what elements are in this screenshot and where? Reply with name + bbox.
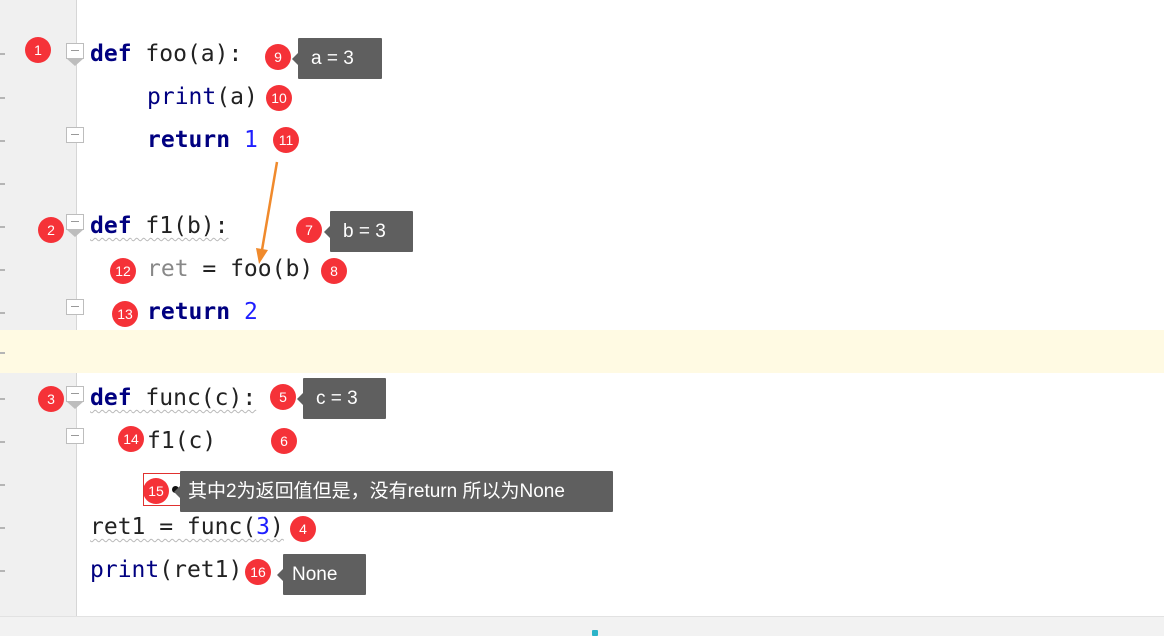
- code-line-def-f1[interactable]: def f1(b):: [90, 211, 229, 241]
- line-marker: [0, 53, 5, 55]
- fold-close-icon[interactable]: [66, 127, 84, 143]
- code-line-return-1[interactable]: return 1: [147, 125, 258, 155]
- step-badge: 11: [273, 127, 299, 153]
- value-tooltip-c: c = 3: [297, 378, 386, 419]
- step-badge: 12: [110, 258, 136, 284]
- keyword-return: return: [147, 299, 231, 325]
- builtin-print: print: [90, 557, 160, 583]
- value-tooltip-none: None: [277, 554, 366, 595]
- keyword-def: def: [90, 41, 132, 67]
- code-line-ret1[interactable]: ret1 = func(3): [90, 512, 284, 542]
- code-line-def-func[interactable]: def func(c):: [90, 383, 256, 413]
- step-badge: 8: [321, 258, 347, 284]
- step-badge: 7: [296, 217, 322, 243]
- line-marker: [0, 183, 5, 185]
- step-badge: 3: [38, 386, 64, 412]
- line-marker: [0, 527, 5, 529]
- number-literal: 1: [243, 127, 258, 153]
- line-gutter: [0, 0, 76, 616]
- step-badge: 15: [143, 478, 169, 504]
- line-marker: [0, 484, 5, 486]
- code-text: func(c):: [145, 385, 257, 411]
- fold-open-icon[interactable]: [66, 386, 84, 409]
- code-text: foo(a):: [145, 41, 243, 67]
- step-badge: 9: [265, 44, 291, 70]
- builtin-print: print: [147, 84, 217, 110]
- code-line-return-2[interactable]: return 2: [147, 297, 258, 327]
- code-text: (a): [216, 84, 258, 110]
- code-text: ret1 = func(: [90, 514, 257, 540]
- line-marker: [0, 312, 5, 314]
- status-indicator-icon: [592, 630, 598, 636]
- line-marker: [0, 398, 5, 400]
- line-marker: [0, 441, 5, 443]
- code-line-call-f1[interactable]: f1(c): [147, 426, 216, 456]
- fold-open-icon[interactable]: [66, 214, 84, 237]
- step-badge: 14: [118, 426, 144, 452]
- fold-open-icon[interactable]: [66, 43, 84, 66]
- code-text: f1(b):: [145, 213, 229, 239]
- keyword-def: def: [90, 385, 132, 411]
- step-badge: 13: [112, 301, 138, 327]
- value-tooltip-b: b = 3: [324, 211, 413, 252]
- unused-variable: ret: [147, 256, 189, 282]
- fold-close-icon[interactable]: [66, 428, 84, 444]
- code-line-print-ret1[interactable]: print(ret1): [90, 555, 242, 585]
- keyword-def: def: [90, 213, 132, 239]
- code-line-def-foo[interactable]: def foo(a):: [90, 39, 242, 69]
- step-badge: 2: [38, 217, 64, 243]
- step-badge: 4: [290, 516, 316, 542]
- line-marker: [0, 570, 5, 572]
- status-bar: [0, 616, 1164, 636]
- value-tooltip-a: a = 3: [292, 38, 382, 79]
- flow-arrow: [260, 161, 279, 251]
- step-badge: 1: [25, 37, 51, 63]
- line-marker: [0, 226, 5, 228]
- line-marker: [0, 140, 5, 142]
- number-literal: 3: [256, 514, 271, 540]
- code-text: = foo(b): [188, 256, 314, 282]
- step-badge: 16: [245, 559, 271, 585]
- line-marker: [0, 97, 5, 99]
- code-text: (ret1): [159, 557, 243, 583]
- code-line-ret-foo[interactable]: ret = foo(b): [147, 254, 313, 284]
- current-line-highlight: [0, 330, 1164, 373]
- step-badge: 6: [271, 428, 297, 454]
- code-line-print-a[interactable]: print(a): [147, 82, 258, 112]
- line-marker: [0, 352, 5, 354]
- step-badge: 5: [270, 384, 296, 410]
- keyword-return: return: [147, 127, 231, 153]
- fold-close-icon[interactable]: [66, 299, 84, 315]
- number-literal: 2: [243, 299, 258, 325]
- code-text: f1(c): [147, 428, 217, 454]
- step-badge: 10: [266, 85, 292, 111]
- line-marker: [0, 269, 5, 271]
- note-tooltip: 其中2为返回值但是，没有return 所以为None: [174, 471, 613, 512]
- code-text: ): [270, 514, 284, 540]
